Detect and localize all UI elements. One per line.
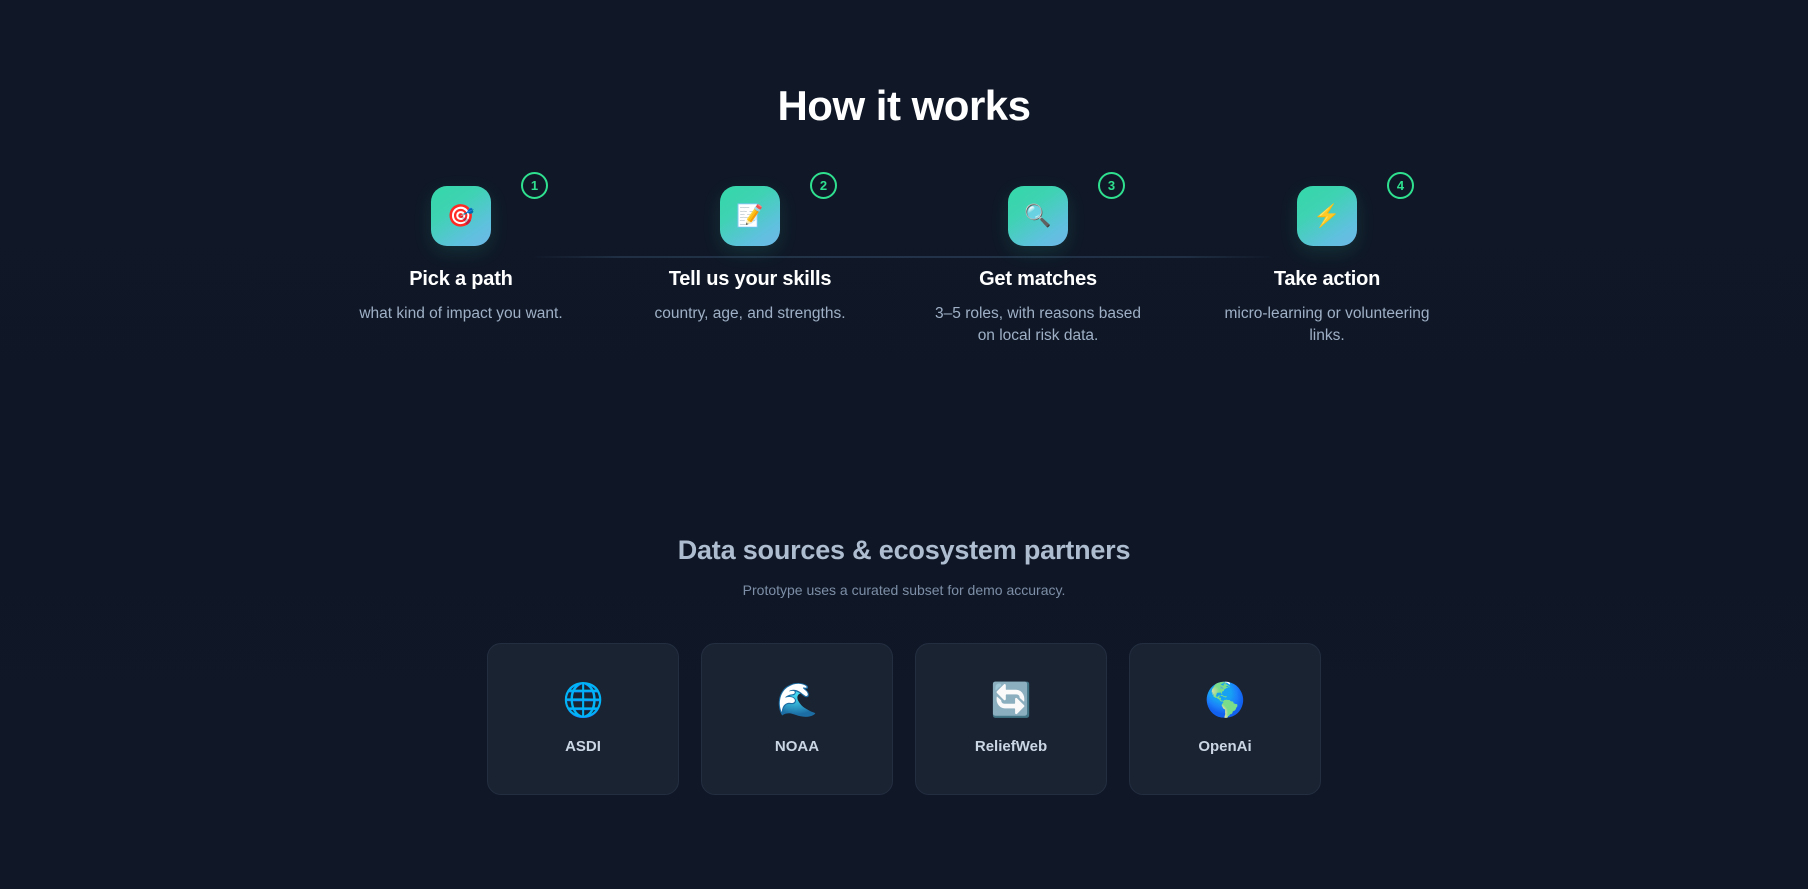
step-icon-tile-2: 📝 <box>720 186 780 246</box>
refresh-icon: 🔄 <box>990 681 1032 718</box>
partners-grid: 🌐 ASDI 🌊 NOAA 🔄 ReliefWeb 🌎 OpenAi <box>0 643 1808 795</box>
step-item-1[interactable]: 🎯 1 Pick a path what kind of impact you … <box>345 172 577 325</box>
partner-card-openai[interactable]: 🌎 OpenAi <box>1129 643 1321 795</box>
partner-label-noaa: NOAA <box>774 738 820 755</box>
step-title-2: Tell us your skills <box>668 268 832 290</box>
step-description-2: country, age, and strengths. <box>654 305 846 322</box>
step-number-badge-1: 1 <box>521 172 548 199</box>
step-item-2[interactable]: 📝 2 Tell us your skills country, age, an… <box>634 172 866 325</box>
step-description-4: micro-learning or volunteering links. <box>1224 305 1430 345</box>
partner-card-asdi[interactable]: 🌐 ASDI <box>487 643 679 795</box>
partner-label-openai: OpenAi <box>1198 738 1252 755</box>
data-sources-title: Data sources & ecosystem partners <box>677 535 1131 565</box>
step-icon-tile-4: ⚡ <box>1297 186 1357 246</box>
step-icon-tile-3: 🔍 <box>1008 186 1068 246</box>
step-number-badge-4: 4 <box>1387 172 1414 199</box>
steps-connector-line <box>530 256 1275 258</box>
partner-label-asdi: ASDI <box>565 738 601 755</box>
memo-icon: 📝 <box>736 203 764 228</box>
step-title-1: Pick a path <box>409 268 513 290</box>
step-description-3: 3–5 roles, with reasons based on local r… <box>935 305 1141 345</box>
step-title-3: Get matches <box>979 268 1097 290</box>
partner-card-reliefweb[interactable]: 🔄 ReliefWeb <box>915 643 1107 795</box>
lightning-bolt-icon: ⚡ <box>1313 203 1341 228</box>
data-sources-subtitle: Prototype uses a curated subset for demo… <box>742 582 1066 598</box>
magnifying-glass-icon: 🔍 <box>1024 203 1052 228</box>
step-title-4: Take action <box>1273 268 1381 290</box>
step-number-badge-3: 3 <box>1098 172 1125 199</box>
data-sources-section: Data sources & ecosystem partners Protot… <box>0 535 1808 795</box>
step-number-badge-2: 2 <box>810 172 837 199</box>
globe-meridians-icon: 🌐 <box>562 681 604 718</box>
step-item-4[interactable]: ⚡ 4 Take action micro-learning or volunt… <box>1211 172 1443 348</box>
steps-container: 🎯 1 Pick a path what kind of impact you … <box>345 172 1475 366</box>
step-icon-tile-1: 🎯 <box>431 186 491 246</box>
step-item-3[interactable]: 🔍 3 Get matches 3–5 roles, with reasons … <box>922 172 1154 348</box>
how-it-works-title: How it works <box>777 82 1031 129</box>
wave-icon: 🌊 <box>776 681 818 718</box>
partner-card-noaa[interactable]: 🌊 NOAA <box>701 643 893 795</box>
partner-label-reliefweb: ReliefWeb <box>974 738 1048 755</box>
target-icon: 🎯 <box>447 203 475 228</box>
step-description-1: what kind of impact you want. <box>359 305 563 322</box>
earth-americas-icon: 🌎 <box>1204 681 1246 718</box>
